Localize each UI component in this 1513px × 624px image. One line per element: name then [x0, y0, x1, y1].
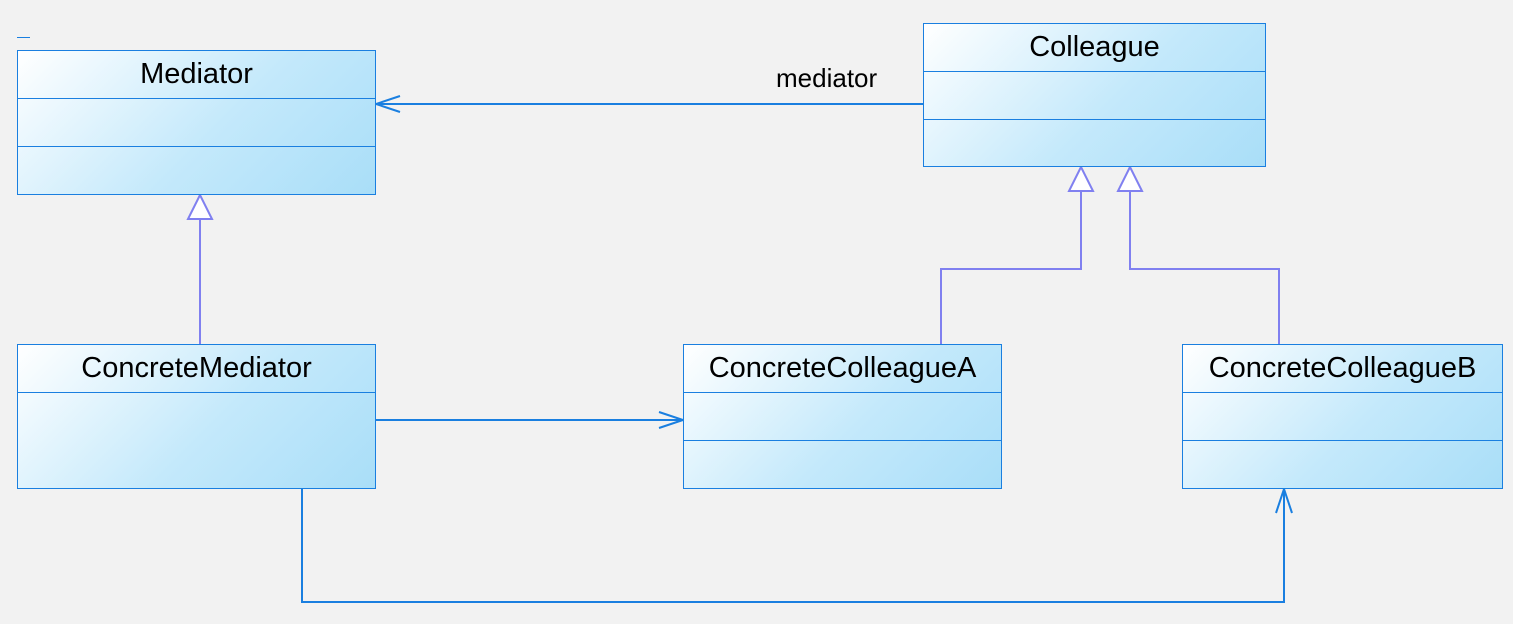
class-concrete-mediator[interactable]: ConcreteMediator — [17, 344, 376, 489]
class-concrete-colleague-a[interactable]: ConcreteColleagueA — [683, 344, 1002, 489]
class-colleague[interactable]: Colleague — [923, 23, 1266, 167]
open-arrowhead-icon — [372, 95, 401, 113]
class-attributes-compartment — [684, 393, 1001, 441]
class-name: ConcreteColleagueB — [1183, 345, 1502, 393]
class-attributes-compartment — [18, 99, 375, 147]
hollow-triangle-icon — [1116, 164, 1144, 192]
association-role-label: mediator — [776, 63, 878, 93]
hollow-triangle-icon — [1067, 164, 1095, 192]
hollow-triangle-icon — [186, 192, 214, 220]
generalization-colleague-a-to-colleague — [940, 164, 1095, 344]
class-name: Mediator — [18, 51, 375, 99]
generalization-colleague-b-to-colleague — [1116, 164, 1280, 344]
open-arrowhead-icon — [1275, 485, 1293, 514]
class-name: Colleague — [924, 24, 1265, 72]
class-mediator[interactable]: Mediator — [17, 50, 376, 195]
class-operations-compartment — [1183, 441, 1502, 488]
generalization-concrete-mediator-to-mediator — [186, 192, 214, 344]
class-attributes-compartment — [1183, 393, 1502, 441]
class-operations-compartment — [18, 147, 375, 194]
association-concrete-mediator-to-colleague-b — [301, 485, 1293, 603]
class-operations-compartment — [18, 393, 375, 488]
association-concrete-mediator-to-colleague-a — [376, 411, 687, 429]
class-attributes-compartment — [924, 72, 1265, 120]
corner-marker — [17, 37, 30, 38]
class-operations-compartment — [684, 441, 1001, 488]
class-concrete-colleague-b[interactable]: ConcreteColleagueB — [1182, 344, 1503, 489]
class-name: ConcreteMediator — [18, 345, 375, 393]
class-name: ConcreteColleagueA — [684, 345, 1001, 393]
association-colleague-to-mediator — [372, 95, 923, 113]
class-operations-compartment — [924, 120, 1265, 167]
